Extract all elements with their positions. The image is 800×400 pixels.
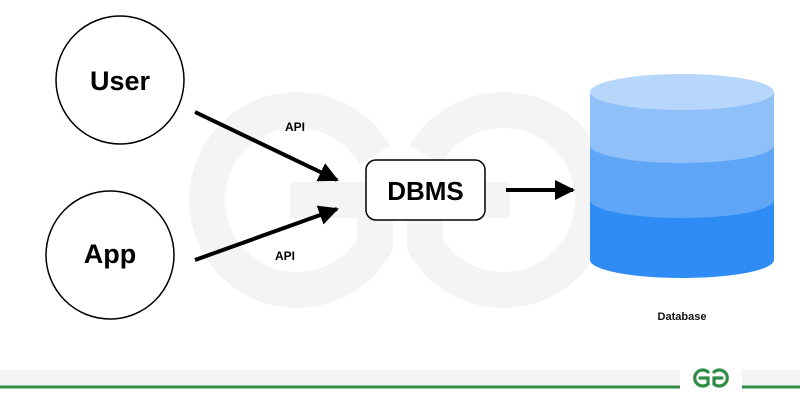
- footer: [0, 362, 800, 392]
- dbms-node: DBMS: [365, 159, 486, 221]
- arrow-app-to-dbms: [194, 205, 339, 262]
- database-top: [590, 74, 774, 110]
- gfg-logo-icon: [693, 368, 729, 388]
- app-node: App: [45, 190, 175, 320]
- database-bottom-band: [590, 200, 774, 278]
- dbms-box: [365, 159, 486, 221]
- arrow-user-to-dbms: [194, 110, 339, 182]
- edge-app-to-dbms: API: [194, 205, 339, 263]
- app-circle: [45, 190, 175, 320]
- edge-user-to-dbms: API: [194, 110, 339, 182]
- dbms-label: DBMS: [387, 176, 464, 206]
- footer-logo-background: [680, 362, 742, 392]
- database-upper-band: [590, 92, 774, 163]
- api-label-app: API: [275, 249, 295, 263]
- database-middle-band: [590, 145, 774, 218]
- user-circle: [55, 15, 185, 145]
- api-label-user: API: [285, 120, 305, 134]
- footer-band: [0, 370, 800, 386]
- database-node: Database: [590, 74, 774, 323]
- user-label: User: [90, 66, 151, 96]
- app-label: App: [84, 239, 136, 269]
- database-label: Database: [658, 311, 707, 323]
- user-node: User: [55, 15, 185, 145]
